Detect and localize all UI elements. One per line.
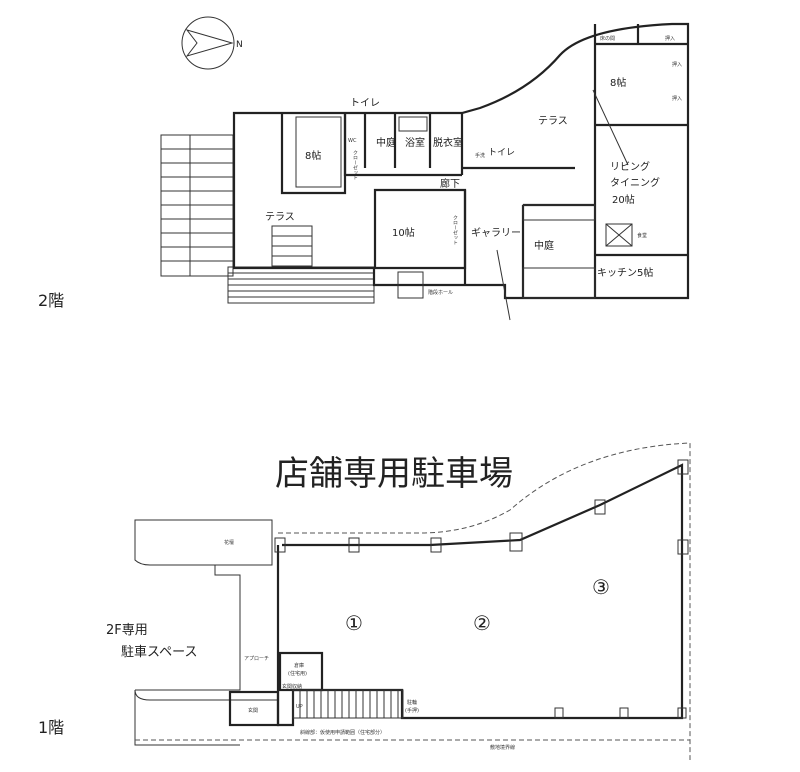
room-label-closet: 押入 bbox=[672, 95, 682, 102]
floor2-outer-wall bbox=[232, 22, 690, 300]
room-label-washbasin: 手洗 bbox=[475, 152, 485, 159]
store-parking-title: 店舗専用駐車場 bbox=[275, 454, 513, 494]
room-label-8-tatami: 8帖 bbox=[610, 76, 626, 89]
room-label-approach: アプローチ bbox=[244, 656, 269, 662]
room-label-flowerbed: 花壇 bbox=[224, 539, 234, 546]
room-label-kitchen: キッチン5帖 bbox=[597, 266, 653, 279]
room-label-wc: WC bbox=[348, 138, 357, 144]
room-label-bathroom: 浴室 bbox=[405, 136, 425, 149]
floor2-details bbox=[271, 89, 633, 321]
room-label-bicycle: 駐輪 bbox=[407, 699, 417, 706]
room-label-terrace: テラス bbox=[538, 115, 568, 127]
room-label-closet: クローゼット bbox=[352, 150, 358, 180]
room-label-entrance: 玄関 bbox=[248, 707, 258, 714]
floor2-plan: N bbox=[38, 16, 690, 321]
parking-space-label: 駐車スペース bbox=[121, 645, 197, 660]
room-label-courtyard: 中庭 bbox=[376, 136, 396, 149]
room-label-closet: 押入 bbox=[672, 61, 682, 68]
exterior-deck bbox=[160, 134, 375, 304]
room-label-dining-table: 食堂 bbox=[637, 232, 647, 239]
floor2-interior-walls bbox=[280, 24, 688, 298]
floor2-label: 2階 bbox=[38, 291, 64, 310]
entrance-room bbox=[228, 690, 280, 727]
floor1-plan: 店舗専用駐車場 ① bbox=[38, 442, 691, 760]
room-label-closet: 押入 bbox=[665, 35, 675, 42]
parking-2f-label: 2F専用 bbox=[106, 623, 148, 638]
room-label-10-tatami: 10帖 bbox=[392, 226, 415, 239]
compass-icon: N bbox=[181, 16, 243, 70]
room-label-dressing-room: 脱衣室 bbox=[433, 136, 463, 149]
room-label-shoe-storage: 玄関収納 bbox=[282, 683, 302, 690]
room-label-corridor: 廊下 bbox=[440, 177, 460, 190]
room-label-courtyard-2: 中庭 bbox=[534, 239, 554, 252]
room-label-stair-hall: 階段ホール bbox=[428, 289, 453, 296]
floor2-room-labels: トイレ 中庭 浴室 脱衣室 トイレ テラス 8帖 8帖 WC クローゼット 手洗… bbox=[265, 35, 682, 296]
room-label-alcove: 床の間 bbox=[600, 35, 615, 42]
boundary-dashed bbox=[278, 442, 691, 760]
stairs-up-label: UP bbox=[296, 704, 303, 710]
wall-line bbox=[134, 689, 278, 701]
parking-space-2: ② bbox=[473, 611, 491, 635]
room-label-gallery: ギャラリー bbox=[471, 227, 521, 239]
room-label-living: リビング bbox=[610, 160, 650, 173]
floor1-columns bbox=[274, 459, 689, 719]
floor1-outer-wall bbox=[276, 463, 684, 727]
hatched-area-note: 斜線部：仮使用申請範囲（住宅部分） bbox=[300, 729, 385, 736]
room-label-storage-note: (住宅用) bbox=[288, 670, 307, 677]
hatched-area bbox=[292, 689, 404, 719]
floor1-labels: ① ② ③ 2F専用 駐車スペース 花壇 アプローチ 倉庫 (住宅用) 玄関収納… bbox=[106, 539, 610, 751]
room-label-8-tatami: 8帖 bbox=[305, 149, 321, 162]
room-label-toilet-2: トイレ bbox=[488, 148, 515, 158]
room-label-terrace: テラス bbox=[265, 211, 295, 223]
room-label-bicycle-note: (手押) bbox=[405, 707, 419, 714]
site-boundary-label: 敷地境界線 bbox=[490, 744, 515, 751]
parking-space-1: ① bbox=[345, 611, 363, 635]
room-label-closet: クローゼット bbox=[452, 215, 458, 245]
floor1-label: 1階 bbox=[38, 718, 64, 737]
parking-space-3: ③ bbox=[592, 575, 610, 599]
room-label-storage: 倉庫 bbox=[294, 662, 304, 669]
room-label-20-tatami: 20帖 bbox=[612, 193, 635, 206]
room-label-dining: タイニング bbox=[610, 176, 660, 189]
left-parking-outline bbox=[134, 519, 273, 746]
compass-north-label: N bbox=[236, 40, 243, 50]
room-label-toilet: トイレ bbox=[350, 98, 380, 109]
